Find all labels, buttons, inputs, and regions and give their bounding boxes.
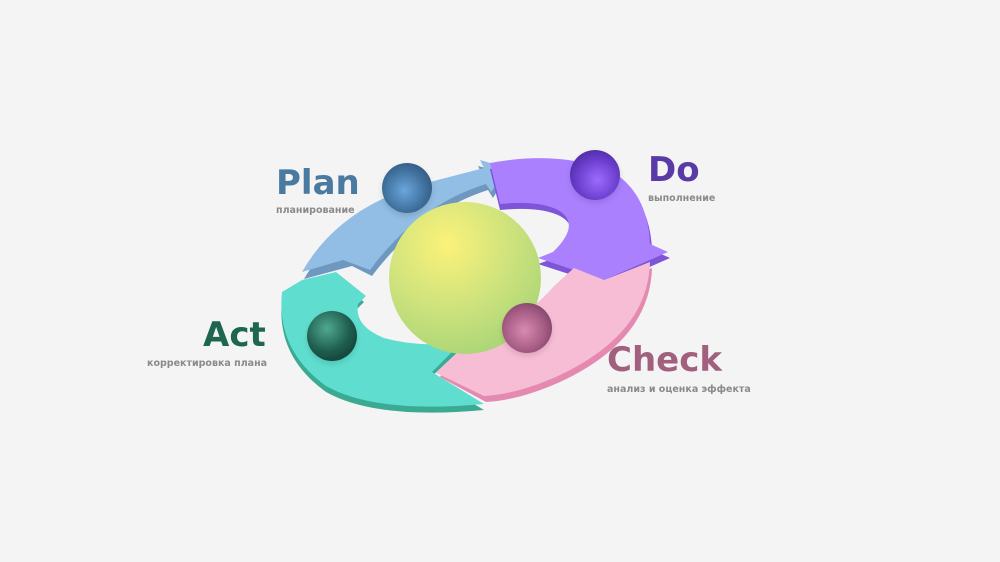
plan-subtitle: планирование xyxy=(276,205,355,216)
check-ball-icon xyxy=(502,303,552,353)
center-sphere xyxy=(389,202,541,354)
act-title: Act xyxy=(203,315,266,355)
do-subtitle: выполнение xyxy=(648,193,716,204)
plan-title: Plan xyxy=(276,163,360,203)
plan-arrow-shape xyxy=(302,160,508,272)
check-title: Check xyxy=(607,340,722,380)
plan-arrow xyxy=(302,160,508,279)
act-subtitle: корректировка плана xyxy=(147,358,268,369)
do-arrow xyxy=(490,158,670,286)
act-ball-icon xyxy=(307,311,357,361)
do-arrow-shape xyxy=(490,158,668,280)
check-subtitle: анализ и оценка эффекта xyxy=(607,384,751,395)
act-arrow-shape xyxy=(281,272,484,407)
do-ball-icon xyxy=(570,150,620,200)
plan-ball-icon xyxy=(382,163,432,213)
do-title: Do xyxy=(648,150,700,190)
